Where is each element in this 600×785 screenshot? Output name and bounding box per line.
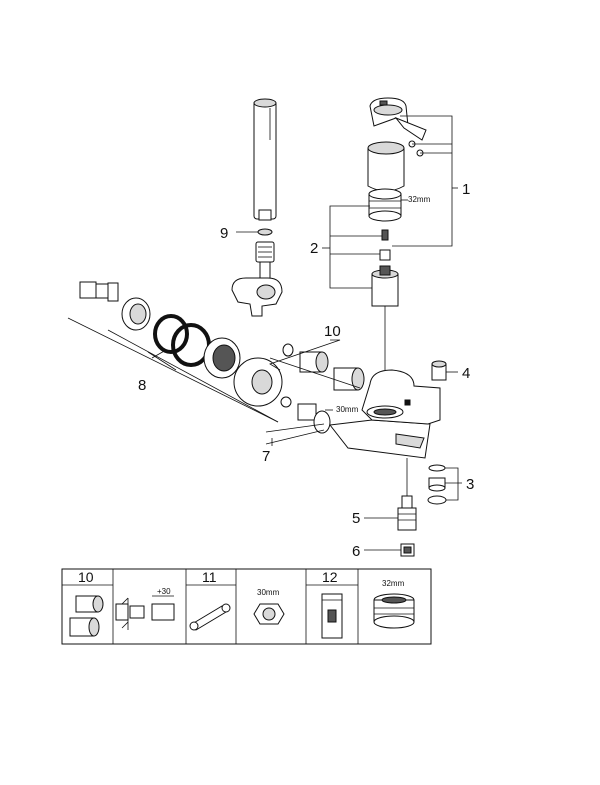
- s-union: [79, 281, 119, 302]
- union-nut: [203, 337, 241, 379]
- o-ring-1: [153, 314, 189, 354]
- callout-4: 4: [462, 365, 470, 382]
- cartridge-adapter: [379, 229, 391, 261]
- callout-3: 3: [466, 476, 474, 493]
- union-flange: [121, 297, 151, 331]
- callout-6: 6: [352, 543, 360, 560]
- table-ring-icon: [373, 593, 415, 629]
- table-header-11: 11: [202, 569, 217, 585]
- callout-10: 10: [324, 323, 341, 340]
- table-nut-icon: [253, 603, 285, 625]
- callout-7: 7: [262, 448, 270, 465]
- cap-4: [431, 360, 447, 381]
- mixer-body: [329, 369, 441, 459]
- table-extension-diagram: +30: [115, 587, 175, 630]
- table-nut-30mm-label: 30mm: [257, 588, 280, 597]
- wall-escutcheon: [233, 357, 283, 407]
- wrench-icon: [189, 603, 231, 631]
- diverter-5: [397, 495, 417, 531]
- callout-labels: 1 2 3 4 5 6 7 8 9 10 32mm 30mm: [138, 181, 474, 560]
- leader-lines: [67, 115, 462, 551]
- callout-5: 5: [352, 510, 360, 527]
- callout-8: 8: [138, 377, 146, 394]
- callout-2: 2: [310, 240, 318, 257]
- diverter-knob-6: [400, 543, 415, 557]
- table-ring-32mm-label: 32mm: [382, 579, 405, 588]
- handle-sleeve: [367, 141, 405, 192]
- table-cartridge-icon: [321, 593, 343, 639]
- accessory-table: 10 11 12 +30 30mm: [61, 568, 432, 645]
- table-header-12: 12: [322, 569, 338, 585]
- aerator-parts-3: [427, 464, 447, 505]
- extension-plus-30: +30: [157, 587, 171, 596]
- set-screws: [408, 140, 424, 157]
- shower-holder: [231, 277, 283, 317]
- nut-set-7: [280, 396, 331, 434]
- cartridge-ring-32mm: [368, 188, 402, 222]
- callout-1: 1: [462, 181, 470, 198]
- callout-9: 9: [220, 225, 228, 242]
- hand-shower: [253, 98, 277, 221]
- lever-handle: [369, 97, 427, 141]
- dimension-30mm: 30mm: [336, 405, 359, 414]
- mixing-cartridge: [371, 265, 399, 307]
- shower-washer-9: [257, 228, 273, 236]
- table-extensions-icon: [69, 595, 104, 637]
- extension-set-10: [282, 343, 365, 391]
- table-header-10: 10: [78, 569, 94, 585]
- dimension-32mm: 32mm: [408, 195, 431, 204]
